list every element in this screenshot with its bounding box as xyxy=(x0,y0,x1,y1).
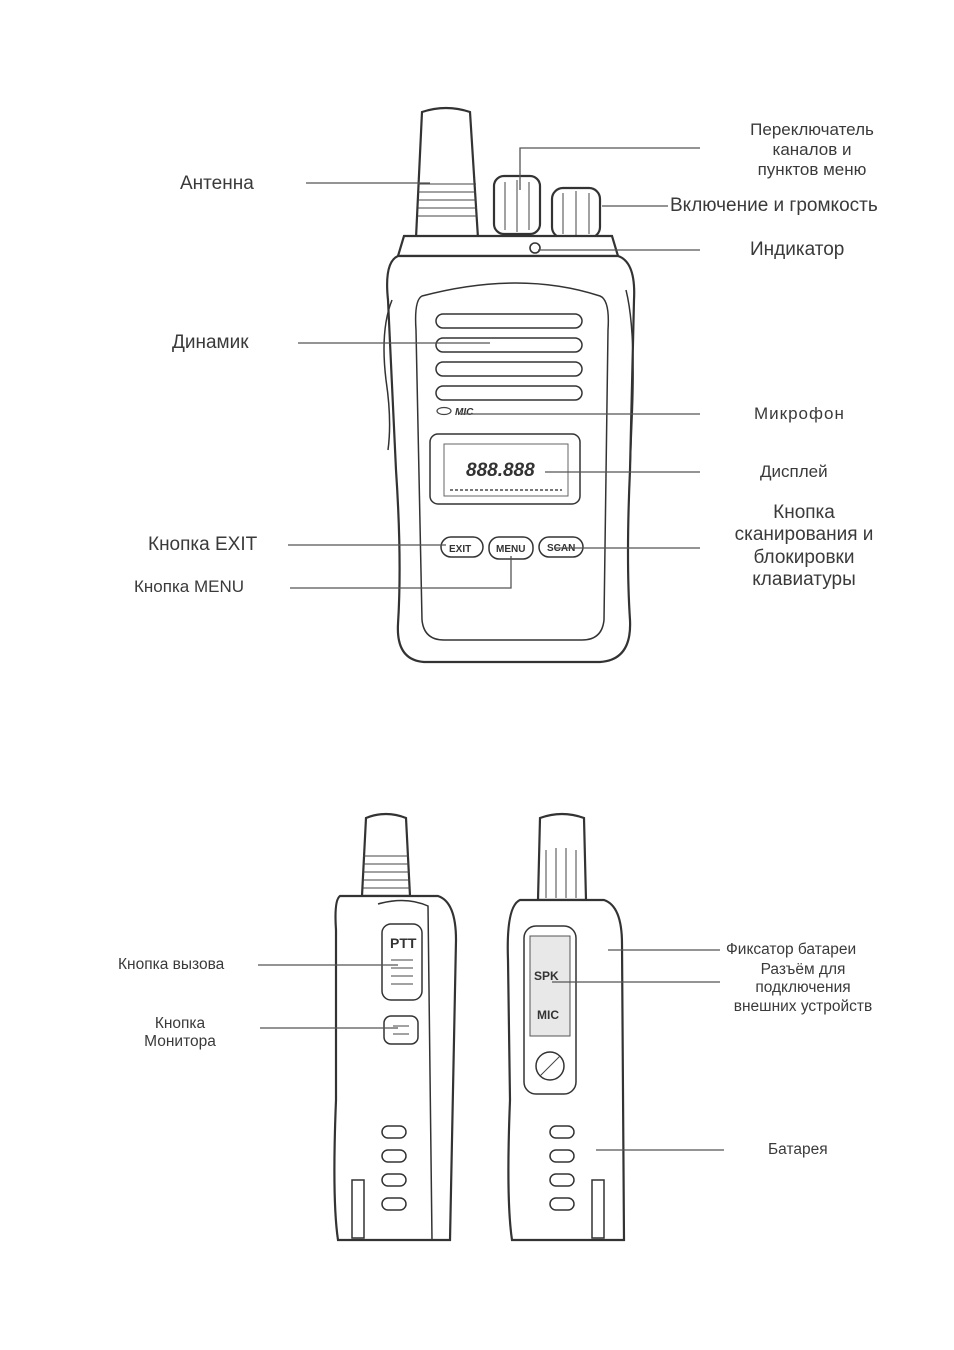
monitor-button-shape xyxy=(383,1015,419,1045)
right-side-edge xyxy=(625,289,634,471)
label-speaker: Динамик xyxy=(172,332,249,353)
label-scan-lock-button: Кнопка сканирования и блокировки клавиат… xyxy=(734,502,874,591)
connector-grid xyxy=(529,935,571,1037)
ptt-ribs xyxy=(391,959,413,985)
front-body xyxy=(386,254,636,664)
lcd-display: 888.888 xyxy=(429,433,581,505)
label-connector: Разъём для подключения внешних устройств xyxy=(733,961,873,1015)
side-antenna-left-ribs xyxy=(363,855,410,889)
menu-mark: MENU xyxy=(496,544,525,555)
label-power-volume: Включение и громкость xyxy=(670,195,878,216)
label-display: Дисплей xyxy=(760,462,828,481)
label-antenna: Антенна xyxy=(180,173,254,194)
speaker-grille xyxy=(435,313,583,401)
label-channel-switch: Переключатель каналов и пунктов меню xyxy=(750,120,874,180)
ptt-mark: PTT xyxy=(390,935,417,951)
side-antenna-left xyxy=(360,812,412,898)
label-menu-button: Кнопка MENU xyxy=(134,577,244,596)
label-indicator: Индикатор xyxy=(750,239,845,260)
channel-knob xyxy=(492,174,542,236)
lcd-digits: 888.888 xyxy=(466,460,535,481)
side-leader-lines xyxy=(258,949,724,1151)
connector-cover xyxy=(523,925,577,1095)
left-battery-slots xyxy=(381,1125,407,1211)
antenna-shape xyxy=(414,106,480,240)
exit-mark: EXIT xyxy=(449,544,471,555)
label-microphone: Микрофон xyxy=(754,404,845,423)
leader-channel-switch xyxy=(519,147,700,190)
antenna-ribs xyxy=(418,183,477,217)
exit-button-shape: EXIT xyxy=(440,536,484,558)
mic-hole xyxy=(436,406,452,416)
mic-mark: MIC xyxy=(455,407,474,418)
indicator-led xyxy=(529,242,541,254)
connector-mic-mark: MIC xyxy=(537,1008,559,1022)
left-side-body xyxy=(333,894,458,1242)
leader-menu xyxy=(290,556,512,589)
label-battery-latch: Фиксатор батареи xyxy=(726,941,857,958)
front-panel xyxy=(414,282,610,641)
ptt-button-shape xyxy=(381,923,423,1001)
left-side-radio: PTT xyxy=(333,812,458,1242)
side-antenna-right xyxy=(536,812,588,902)
left-side-edge xyxy=(383,299,393,451)
right-battery-slots xyxy=(549,1125,575,1211)
side-knob-right xyxy=(545,848,577,898)
right-side-radio: SPK MIC xyxy=(506,812,626,1242)
front-leader-lines xyxy=(288,147,700,589)
front-radio: MIC 888.888 EXIT MENU SCAN xyxy=(383,106,636,664)
label-monitor-button: Кнопка Монитора xyxy=(144,1015,216,1051)
label-exit-button: Кнопка EXIT xyxy=(148,534,258,555)
spk-mark: SPK xyxy=(534,969,559,983)
top-plate xyxy=(396,234,620,258)
left-inner-panel xyxy=(377,899,433,1241)
label-call-button: Кнопка вызова xyxy=(118,956,225,973)
right-clip xyxy=(591,1179,605,1239)
cover-screw xyxy=(535,1051,565,1081)
volume-knob xyxy=(550,186,602,240)
left-clip xyxy=(351,1179,365,1239)
label-battery: Батарея xyxy=(768,1141,828,1158)
